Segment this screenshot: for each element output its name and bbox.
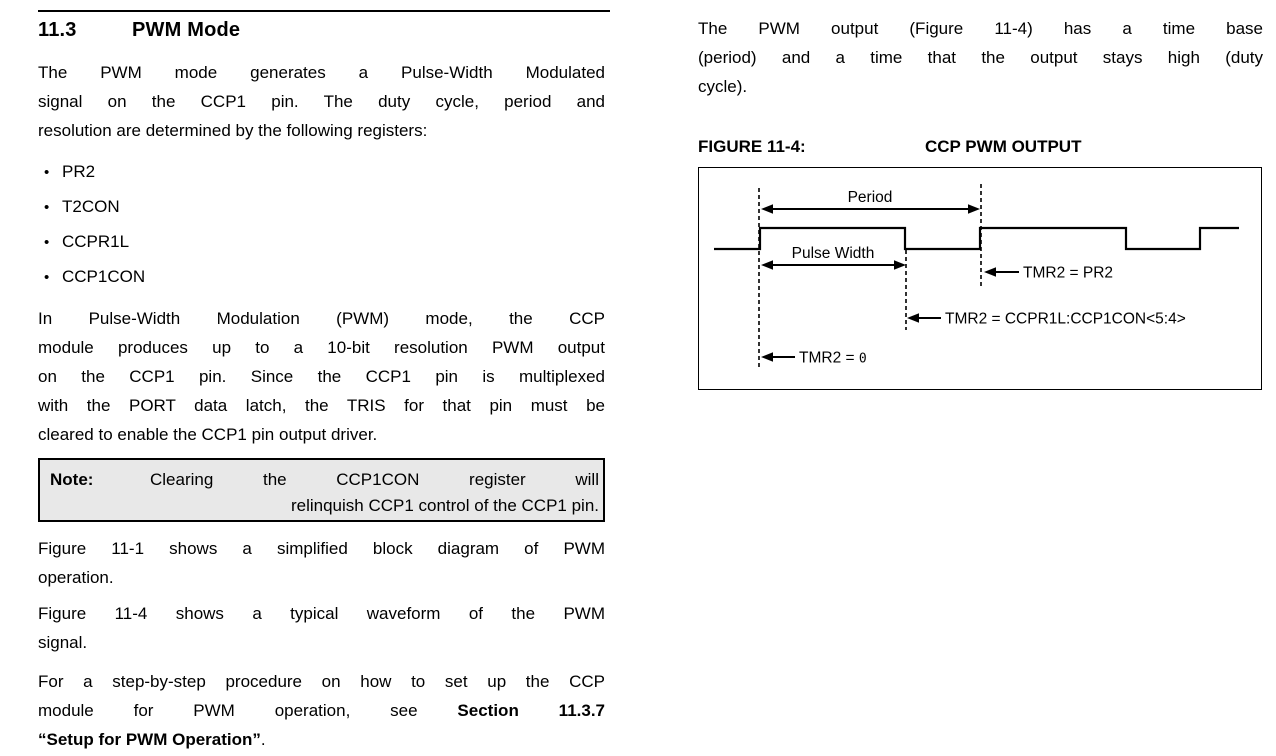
text-line: cleared to enable the CCP1 pin output dr… [38, 425, 378, 444]
tmr2-pr2-label: TMR2 = PR2 [1023, 265, 1113, 282]
paragraph-figure11-1: Figure 11-1 shows a simplified block dia… [38, 534, 605, 592]
period-label: Period [848, 189, 893, 206]
bullet-dot: • [44, 164, 50, 181]
note-box: Note: Clearing the CCP1CON register will… [38, 458, 605, 522]
arrow-left-icon [761, 204, 773, 214]
arrow-left-icon [984, 267, 996, 277]
text-line: cycle). [698, 77, 748, 96]
left-column: 11.3 PWM Mode The PWM mode generates a P… [38, 0, 605, 754]
text-span: module for PWM operation, see [38, 701, 458, 720]
text-line: on the CCP1 pin. Since the CCP1 pin is m… [38, 367, 605, 386]
arrow-left-icon [761, 260, 773, 270]
register-value: 0 [859, 352, 867, 367]
text-line: relinquish CCP1 control of the CCP1 pin. [290, 496, 599, 515]
paragraph-figure11-4: Figure 11-4 shows a typical waveform of … [38, 599, 605, 657]
section-heading: 11.3 PWM Mode [38, 18, 605, 42]
section-title: PWM Mode [132, 19, 241, 41]
section-reference: “Setup for PWM Operation” [38, 730, 261, 749]
section-reference: Section 11.3.7 [457, 701, 606, 720]
pulse-width-label: Pulse Width [792, 245, 875, 262]
text-line: The PWM output (Figure 11-4) has a time … [698, 19, 1263, 38]
text-line: “Setup for PWM Operation”. [38, 725, 605, 754]
text-line: module produces up to a 10-bit resolutio… [38, 338, 605, 357]
tmr2-zero-label: TMR2 = 0 [799, 350, 867, 367]
text-line: The PWM mode generates a Pulse-Width Mod… [38, 63, 605, 82]
paragraph-pwm-mode: In Pulse-Width Modulation (PWM) mode, th… [38, 304, 605, 449]
text-line: For a step-by-step procedure on how to s… [38, 667, 605, 696]
bullet-label: CCPR1L [62, 232, 130, 251]
bullet-item: • T2CON [44, 190, 605, 225]
bullet-label: PR2 [62, 162, 96, 181]
tmr2-ccpr1l-arrow [907, 313, 941, 323]
bullet-label: CCP1CON [62, 267, 146, 286]
text-line: (period) and a time that the output stay… [698, 48, 1263, 67]
note-text: Clearing the CCP1CON register will relin… [150, 467, 599, 519]
bullet-item: • CCPR1L [44, 225, 605, 260]
pwm-waveform [714, 226, 1239, 251]
tmr2-zero-arrow [761, 352, 795, 362]
bullet-dot: • [44, 234, 50, 251]
arrow-left-icon [761, 352, 773, 362]
paragraph-intro: The PWM mode generates a Pulse-Width Mod… [38, 58, 605, 145]
register-bullet-list: • PR2 • T2CON • CCPR1L • CCP1CON [44, 155, 605, 295]
bullet-dot: • [44, 199, 50, 216]
tmr2-pr2-arrow [984, 267, 1019, 277]
text-line: In Pulse-Width Modulation (PWM) mode, th… [38, 309, 605, 328]
text-line: Figure 11-1 shows a simplified block dia… [38, 539, 605, 558]
text-line: operation. [38, 568, 114, 587]
tmr2-ccpr1l-label: TMR2 = CCPR1L:CCP1CON<5:4> [945, 311, 1186, 328]
bullet-dot: • [44, 269, 50, 286]
pwm-waveform-diagram: Period Pulse Width TMR2 = PR2 TMR2 = CCP… [714, 184, 1239, 370]
text-line: Clearing the CCP1CON register will [150, 470, 599, 489]
text-line: with the PORT data latch, the TRIS for t… [38, 396, 605, 415]
paragraph-setup-ref: For a step-by-step procedure on how to s… [38, 667, 605, 754]
figure-title: CCP PWM OUTPUT [925, 137, 1082, 156]
text-span: . [260, 730, 266, 749]
figure-caption: FIGURE 11-4: CCP PWM OUTPUT [698, 136, 1263, 158]
text-span: For a step-by-step procedure on how to s… [38, 672, 605, 691]
text-line: resolution are determined by the followi… [38, 121, 428, 140]
text-line: module for PWM operation, see Section 11… [38, 696, 605, 725]
text-span: TMR2 = [799, 350, 859, 367]
right-column: The PWM output (Figure 11-4) has a time … [698, 0, 1263, 390]
figure-label: FIGURE 11-4: [698, 137, 806, 156]
arrow-left-icon [907, 313, 919, 323]
note-label: Note: [50, 470, 94, 489]
top-rule [38, 10, 610, 12]
pulse-width-arrow [761, 260, 906, 270]
bullet-item: • CCP1CON [44, 260, 605, 295]
arrow-right-icon [894, 260, 906, 270]
arrow-right-icon [968, 204, 980, 214]
period-arrow [761, 204, 980, 214]
figure-box: Period Pulse Width TMR2 = PR2 TMR2 = CCP… [698, 167, 1262, 390]
text-line: signal. [38, 633, 88, 652]
section-number: 11.3 [38, 19, 77, 41]
bullet-item: • PR2 [44, 155, 605, 190]
paragraph-pwm-output: The PWM output (Figure 11-4) has a time … [698, 14, 1263, 101]
text-line: signal on the CCP1 pin. The duty cycle, … [38, 92, 605, 111]
bullet-label: T2CON [62, 197, 120, 216]
text-line: Figure 11-4 shows a typical waveform of … [38, 604, 605, 623]
